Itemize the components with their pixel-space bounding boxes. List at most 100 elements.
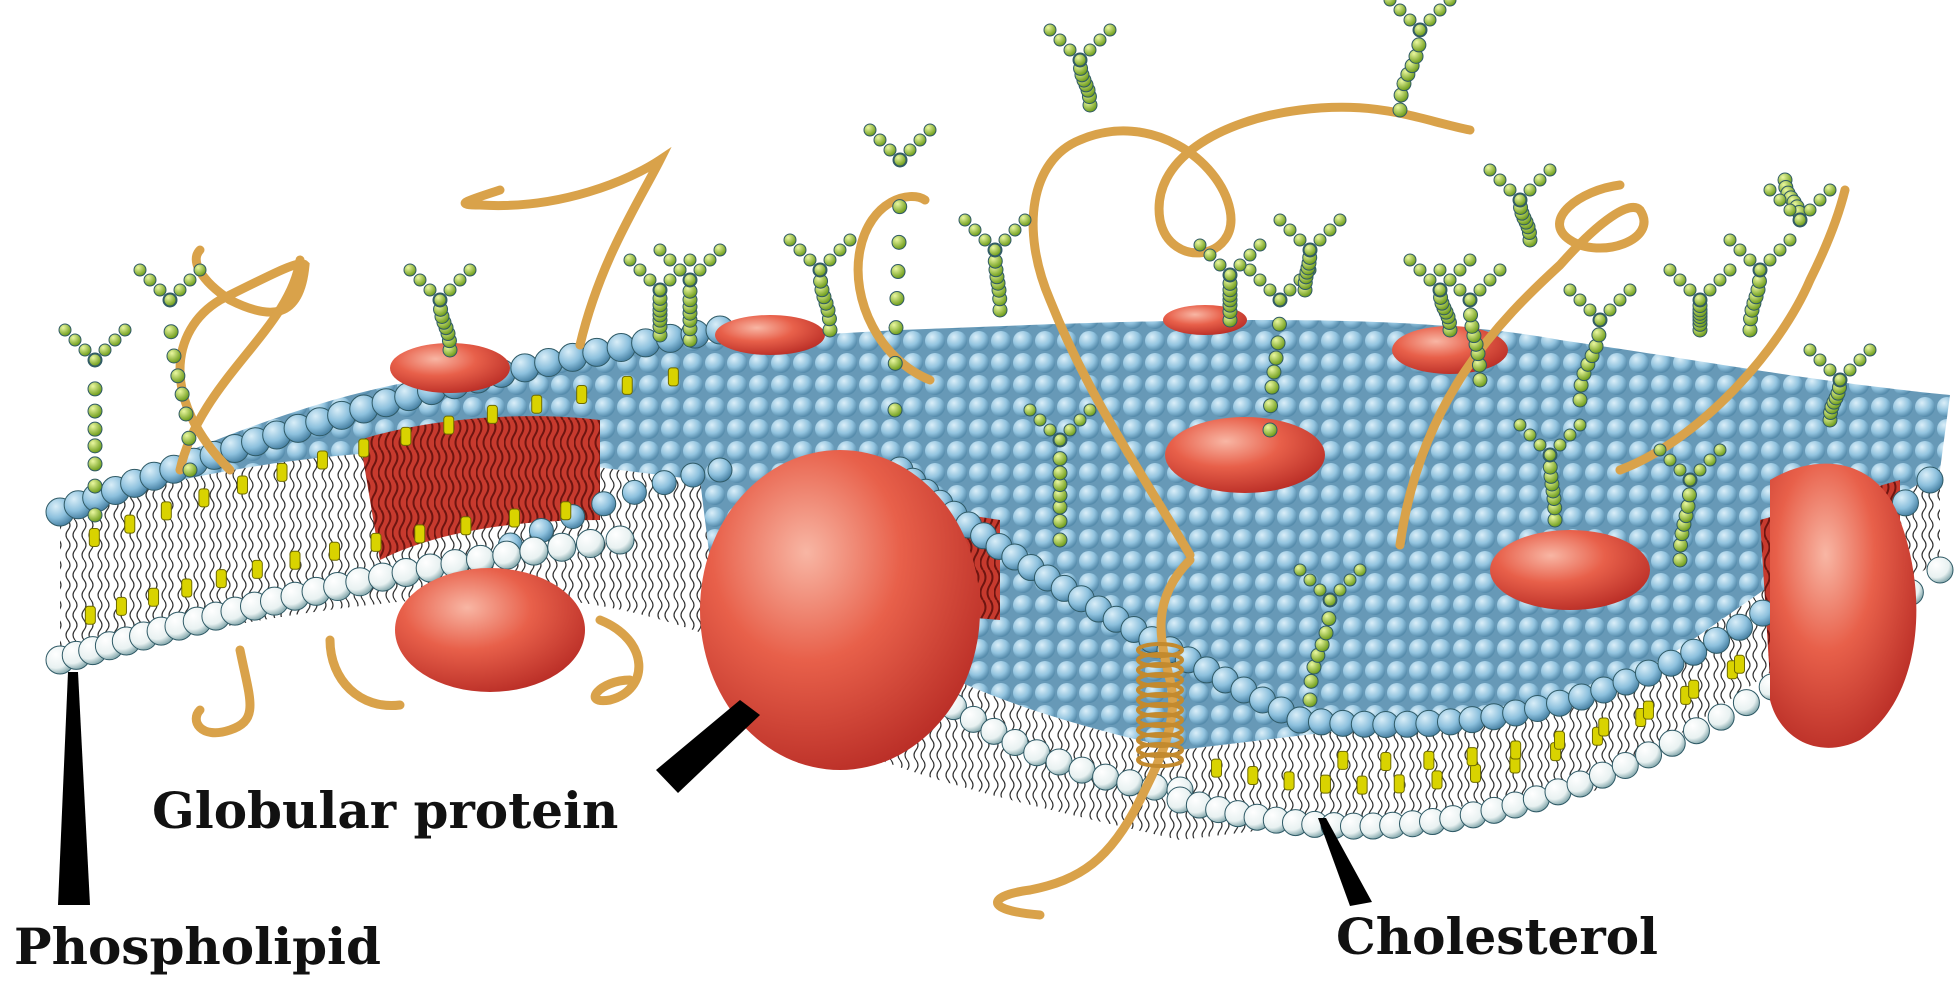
phospholipid-head [1636, 742, 1662, 768]
carbohydrate-bead [99, 344, 111, 356]
carbohydrate-bead [1714, 444, 1726, 456]
phospholipid-head [576, 530, 604, 558]
carbohydrate-bead [924, 124, 936, 136]
cholesterol-molecule [85, 606, 95, 624]
carbohydrate-bead [1454, 264, 1466, 276]
phospholipid-pointer [58, 672, 90, 905]
carbohydrate-bead [890, 291, 904, 305]
carbohydrate-bead [1714, 274, 1726, 286]
carbohydrate-bead [1694, 294, 1706, 306]
carbohydrate-bead [1704, 284, 1716, 296]
carbohydrate-bead [1544, 164, 1556, 176]
carbohydrate-bead [1053, 533, 1067, 547]
cholesterol-molecule [444, 416, 454, 434]
carbohydrate-bead [1494, 174, 1506, 186]
carbohydrate-bead [1271, 336, 1285, 350]
carbohydrate-bead [164, 294, 176, 306]
carbohydrate-bead [1284, 224, 1296, 236]
carbohydrate-bead [88, 439, 102, 453]
cholesterol-molecule [371, 533, 381, 551]
carbohydrate-bead [1322, 612, 1336, 626]
carbohydrate-bead [1084, 404, 1096, 416]
carbohydrate-bead [1274, 294, 1286, 306]
cholesterol-molecule [401, 427, 411, 445]
carbohydrate-bead [1324, 224, 1336, 236]
phospholipid-head [1046, 749, 1072, 775]
cholesterol-molecule [1471, 764, 1481, 782]
cholesterol-molecule [216, 570, 226, 588]
carbohydrate-bead [1265, 380, 1279, 394]
carbohydrate-bead [1009, 224, 1021, 236]
carbohydrate-bead [989, 244, 1001, 256]
phospholipid-head [1927, 557, 1953, 583]
phospholipid-head [607, 334, 635, 362]
carbohydrate-bead [664, 254, 676, 266]
cholesterol-molecule [509, 509, 519, 527]
carbohydrate-bead [1444, 274, 1456, 286]
carbohydrate-bead [1434, 264, 1446, 276]
carbohydrate-bead [1724, 264, 1736, 276]
phospholipid-head [1683, 718, 1709, 744]
carbohydrate-bead [1194, 239, 1206, 251]
carbohydrate-bead [1724, 234, 1736, 246]
cholesterol-molecule [182, 579, 192, 597]
cholesterol-molecule [1689, 680, 1699, 698]
carbohydrate-bead [1674, 274, 1686, 286]
carbohydrate-bead [1094, 34, 1106, 46]
carbohydrate-bead [874, 134, 886, 146]
phospholipid-head [1733, 690, 1759, 716]
carbohydrate-bead [1053, 452, 1067, 466]
carbohydrate-bead [704, 254, 716, 266]
carbohydrate-bead [69, 334, 81, 346]
carbohydrate-bead [969, 224, 981, 236]
carbohydrate-bead [1404, 254, 1416, 266]
chain-bottom-left-3 [595, 620, 639, 701]
phospholipid-head [1708, 704, 1734, 730]
carbohydrate-bead [1454, 284, 1466, 296]
cholesterol-molecule [561, 502, 571, 520]
cholesterol-molecule [577, 385, 587, 403]
carbohydrate-bead [1804, 344, 1816, 356]
carbohydrate-bead [1444, 0, 1456, 6]
cholesterol-molecule [1735, 655, 1745, 673]
carbohydrate-bead [844, 234, 856, 246]
phospholipid-head [520, 537, 548, 565]
carbohydrate-bead [1019, 214, 1031, 226]
carbohydrate-bead [1064, 424, 1076, 436]
phospholipid-head [1612, 752, 1638, 778]
cholesterol-molecule [290, 551, 300, 569]
carbohydrate-bead [1664, 264, 1676, 276]
carbohydrate-bead [1304, 674, 1318, 688]
carbohydrate-bead [88, 422, 102, 436]
carbohydrate-bead [1774, 244, 1786, 256]
phospholipid-head [1069, 757, 1095, 783]
carbohydrate-bead [1334, 584, 1346, 596]
cholesterol-molecule [359, 439, 369, 457]
phospholipid-head [1727, 614, 1753, 640]
carbohydrate-bead [1564, 284, 1576, 296]
carbohydrate-bead [1814, 194, 1826, 206]
carbohydrate-bead [1304, 244, 1316, 256]
carbohydrate-bead [1424, 274, 1436, 286]
carbohydrate-bead [1404, 14, 1416, 26]
cholesterol-molecule [1555, 731, 1565, 749]
carbohydrate-bead [624, 254, 636, 266]
carbohydrate-bead [1534, 174, 1546, 186]
carbohydrate-bead [1744, 254, 1756, 266]
carbohydrate-bead [1024, 404, 1036, 416]
cholesterol-label: Cholesterol [1336, 912, 1658, 962]
carbohydrate-bead [634, 264, 646, 276]
cholesterol-molecule [317, 451, 327, 469]
carbohydrate-bead [1054, 34, 1066, 46]
carbohydrate-bead [1794, 214, 1806, 226]
globular-protein-pointer [656, 700, 760, 793]
phospholipid-head [1659, 730, 1685, 756]
carbohydrate-bead [1574, 419, 1586, 431]
phospholipid-head [583, 338, 611, 366]
cholesterol-molecule [668, 368, 678, 386]
cholesterol-molecule [1248, 766, 1258, 784]
carbohydrate-bead [88, 404, 102, 418]
carbohydrate-bead [894, 154, 906, 166]
chain-bottom-left-2 [330, 640, 400, 706]
carbohydrate-bead [884, 144, 896, 156]
